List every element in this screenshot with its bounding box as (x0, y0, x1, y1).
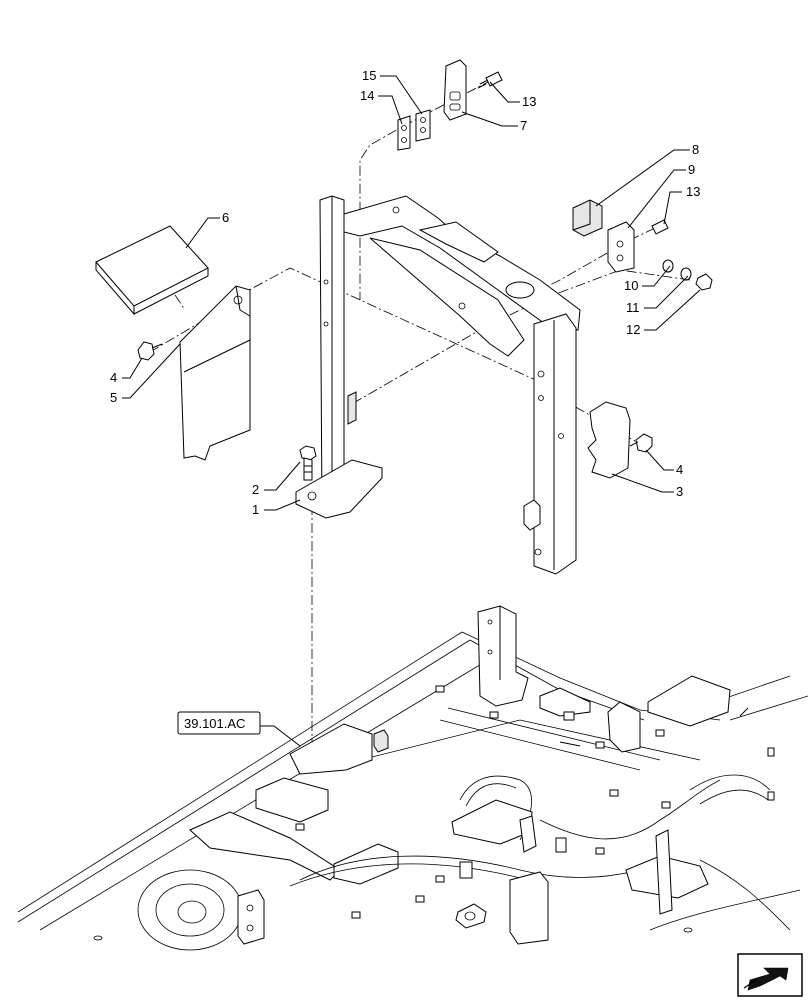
main-frame (295, 195, 581, 575)
callout-2: 2 (252, 482, 259, 497)
machine-chassis (17, 605, 808, 951)
reference-link[interactable]: 39.101.AC (177, 711, 261, 735)
bolt-2 (299, 445, 317, 481)
callout-11: 11 (626, 300, 640, 315)
callout-leaders (122, 75, 701, 747)
bracket-parts-right (572, 199, 713, 291)
cover-pad (95, 225, 209, 316)
callout-8: 8 (692, 142, 699, 157)
callout-13-top: 13 (522, 94, 536, 109)
callout-9: 9 (688, 162, 695, 177)
callout-7: 7 (520, 118, 527, 133)
callout-13-right: 13 (686, 184, 700, 199)
callout-14: 14 (360, 88, 374, 103)
bolt-left (137, 341, 163, 361)
callout-6: 6 (222, 210, 229, 225)
shield-plate-left (179, 285, 251, 461)
next-page-arrow-icon (743, 967, 789, 991)
callout-4-right: 4 (676, 462, 683, 477)
callout-15: 15 (362, 68, 376, 83)
callout-5: 5 (110, 390, 117, 405)
shield-plate-right (587, 401, 653, 479)
reference-label[interactable]: 39.101.AC (184, 716, 245, 731)
callout-3: 3 (676, 484, 683, 499)
callout-12: 12 (626, 322, 640, 337)
callout-4-left: 4 (110, 370, 117, 385)
next-page-button[interactable] (737, 953, 803, 997)
callout-10: 10 (624, 278, 638, 293)
callout-1: 1 (252, 502, 259, 517)
bracket-plates-top (397, 59, 503, 151)
callout-labels: 15 14 13 7 6 8 9 13 10 11 12 4 5 2 1 4 3 (110, 68, 700, 517)
